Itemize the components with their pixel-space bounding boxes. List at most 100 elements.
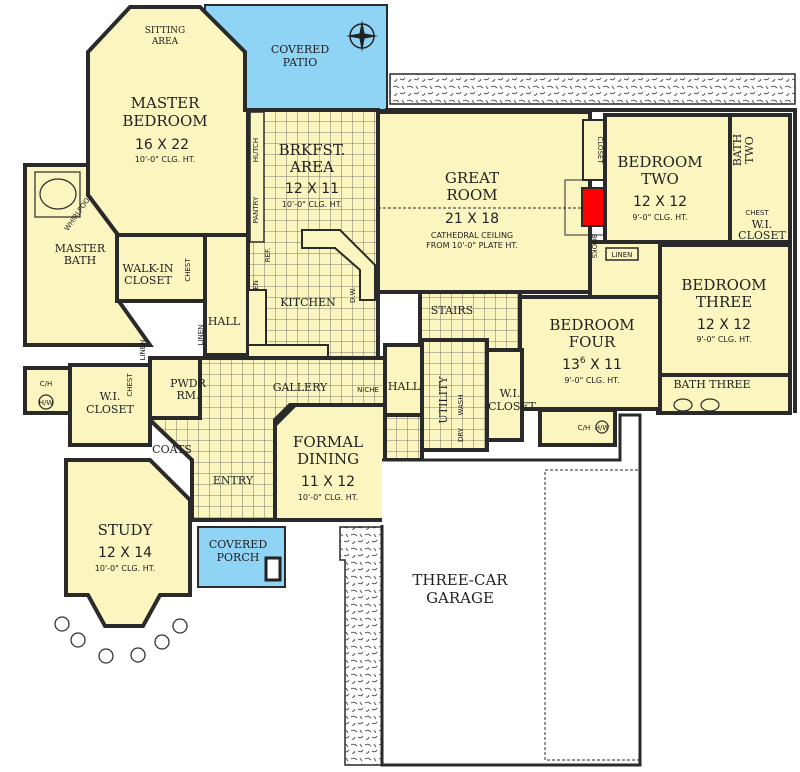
garage-label-2: GARAGE [426, 589, 494, 607]
mechanical-room [538, 408, 617, 447]
formal-dining [273, 403, 387, 522]
mechanical-left [23, 366, 72, 415]
walk-in-closet-label-2: CLOSET [124, 274, 172, 287]
closet-label: CLOSET [596, 136, 604, 164]
bedroom-four-label-2: FOUR [569, 333, 616, 351]
stone-border-front [339, 526, 383, 766]
covered-patio-label-2: PATIO [283, 56, 317, 69]
bedroom-two-label: BEDROOM [617, 153, 702, 171]
covered-porch-label: COVERED [209, 538, 268, 551]
wi-closet-mid-label-2: CLOSET [488, 400, 536, 413]
garage-label: THREE-CAR [412, 571, 508, 589]
entry-label: ENTRY [213, 474, 254, 487]
bedroom-two-label-2: TWO [641, 170, 679, 188]
hall-label: HALL [208, 315, 241, 328]
wi-closet-right-label-2: CLOSET [738, 229, 786, 242]
bedroom-four [518, 295, 662, 411]
walk-in-closet-label: WALK-IN [122, 262, 173, 275]
hall-left [203, 233, 252, 357]
coats-label: COATS [152, 443, 192, 456]
great-room-ceiling-2: FROM 10'-0" PLATE HT. [426, 241, 518, 250]
formal-dining-ceiling: 10'-0" CLG. HT. [298, 493, 358, 502]
niche-label: NICHE [357, 386, 379, 394]
bedroom-two-ceiling: 9'-0" CLG. HT. [632, 213, 687, 222]
wi-closet-mid-label: W.I. [500, 387, 521, 400]
bedroom-three-size: 12 X 12 [697, 317, 751, 333]
sitting-area-label: SITTING [145, 26, 186, 36]
powder-room [148, 356, 202, 420]
sitting-area-label-2: AREA [151, 37, 179, 47]
master-bath-label: MASTER [55, 242, 106, 255]
sink-icon [700, 398, 720, 412]
bath-two-label: BATH [731, 134, 744, 166]
covered-porch-label-2: PORCH [217, 551, 260, 564]
garage-door-track [544, 469, 641, 761]
wash-label: WASH [457, 394, 465, 415]
chest-label: CHEST [184, 258, 192, 282]
formal-dining-label-2: DINING [297, 450, 359, 468]
ch-label-2: C/H [578, 424, 591, 432]
brkfst-size: 12 X 11 [285, 181, 339, 197]
linen-label-2: LINEN [139, 340, 147, 361]
planter [264, 556, 282, 582]
whirlpool-tub-icon [34, 171, 81, 218]
kitchen-counter [247, 289, 267, 351]
chest-label-3: CHEST [126, 373, 134, 397]
ch-label: C/H [40, 380, 53, 388]
bedroom-four-size: 136 X 11 [562, 356, 622, 373]
bedroom-four-ceiling: 9'-0" CLG. HT. [564, 376, 619, 385]
bedroom-three-ceiling: 9'-0" CLG. HT. [696, 335, 751, 344]
bath-two [728, 113, 792, 244]
formal-dining-size: 11 X 12 [301, 474, 355, 490]
study-ceiling: 10'-0" CLG. HT. [95, 564, 155, 573]
brkfst-ceiling: 10'-0" CLG. HT. [282, 200, 342, 209]
compass-rose-icon [346, 20, 378, 52]
three-car-garage [380, 413, 642, 767]
stairs-label: STAIRS [431, 304, 473, 317]
covered-patio-label: COVERED [271, 43, 330, 56]
kitchen-label: KITCHEN [280, 296, 336, 309]
bedroom-two-size: 12 X 12 [633, 194, 687, 210]
hall-mid-label: HALL [388, 380, 421, 393]
great-room-ceiling: CATHEDRAL CEILING [431, 231, 513, 240]
bedroom-three [658, 243, 792, 377]
wi-closet-left-label-2: CLOSET [86, 403, 134, 416]
linen-label-1: LINEN [197, 325, 205, 346]
pwdr-label: PWDR [170, 377, 207, 390]
great-room-label: GREAT [445, 169, 499, 187]
brkfst-label-2: AREA [289, 158, 334, 176]
bedroom-three-label-2: THREE [696, 293, 752, 311]
bath-three-label: BATH THREE [673, 378, 750, 391]
bedroom-three-label: BEDROOM [681, 276, 766, 294]
bath-two-label-2: TWO [743, 136, 756, 164]
master-bedroom-size: 16 X 22 [135, 137, 189, 153]
wi-closet-left-label: W.I. [100, 390, 121, 403]
linen-closet [605, 247, 639, 261]
utility [420, 338, 489, 452]
pantry-hutch [249, 111, 265, 243]
dw-label: D.W. [349, 287, 357, 303]
fireplace-icon [581, 187, 605, 227]
water-heater-icon [595, 420, 609, 434]
brkfst-label: BRKFST. [279, 141, 346, 159]
master-bath-label-2: BATH [64, 254, 96, 267]
hall-mid [383, 343, 424, 417]
books-label: BOOKS [590, 234, 598, 259]
wi-closet-mid [485, 348, 524, 442]
study [64, 458, 192, 628]
master-bedroom-label: MASTER [131, 94, 200, 112]
kitchen-island [301, 229, 376, 301]
shrub-icon [54, 616, 188, 664]
ref-label: REF. [264, 248, 272, 262]
linen-label: LINEN [612, 251, 633, 259]
master-bedroom-label-2: BEDROOM [122, 112, 207, 130]
study-size: 12 X 14 [98, 545, 152, 561]
chest-label-2: CHEST [745, 209, 769, 217]
great-room-size: 21 X 18 [445, 211, 499, 227]
dry-label: DRY [457, 427, 465, 442]
hw-label-2: H/W [595, 424, 610, 432]
pwdr-label-2: RM. [176, 389, 199, 402]
water-heater-icon [38, 394, 54, 410]
hw-label: H/W [39, 399, 54, 407]
study-label: STUDY [98, 521, 154, 539]
